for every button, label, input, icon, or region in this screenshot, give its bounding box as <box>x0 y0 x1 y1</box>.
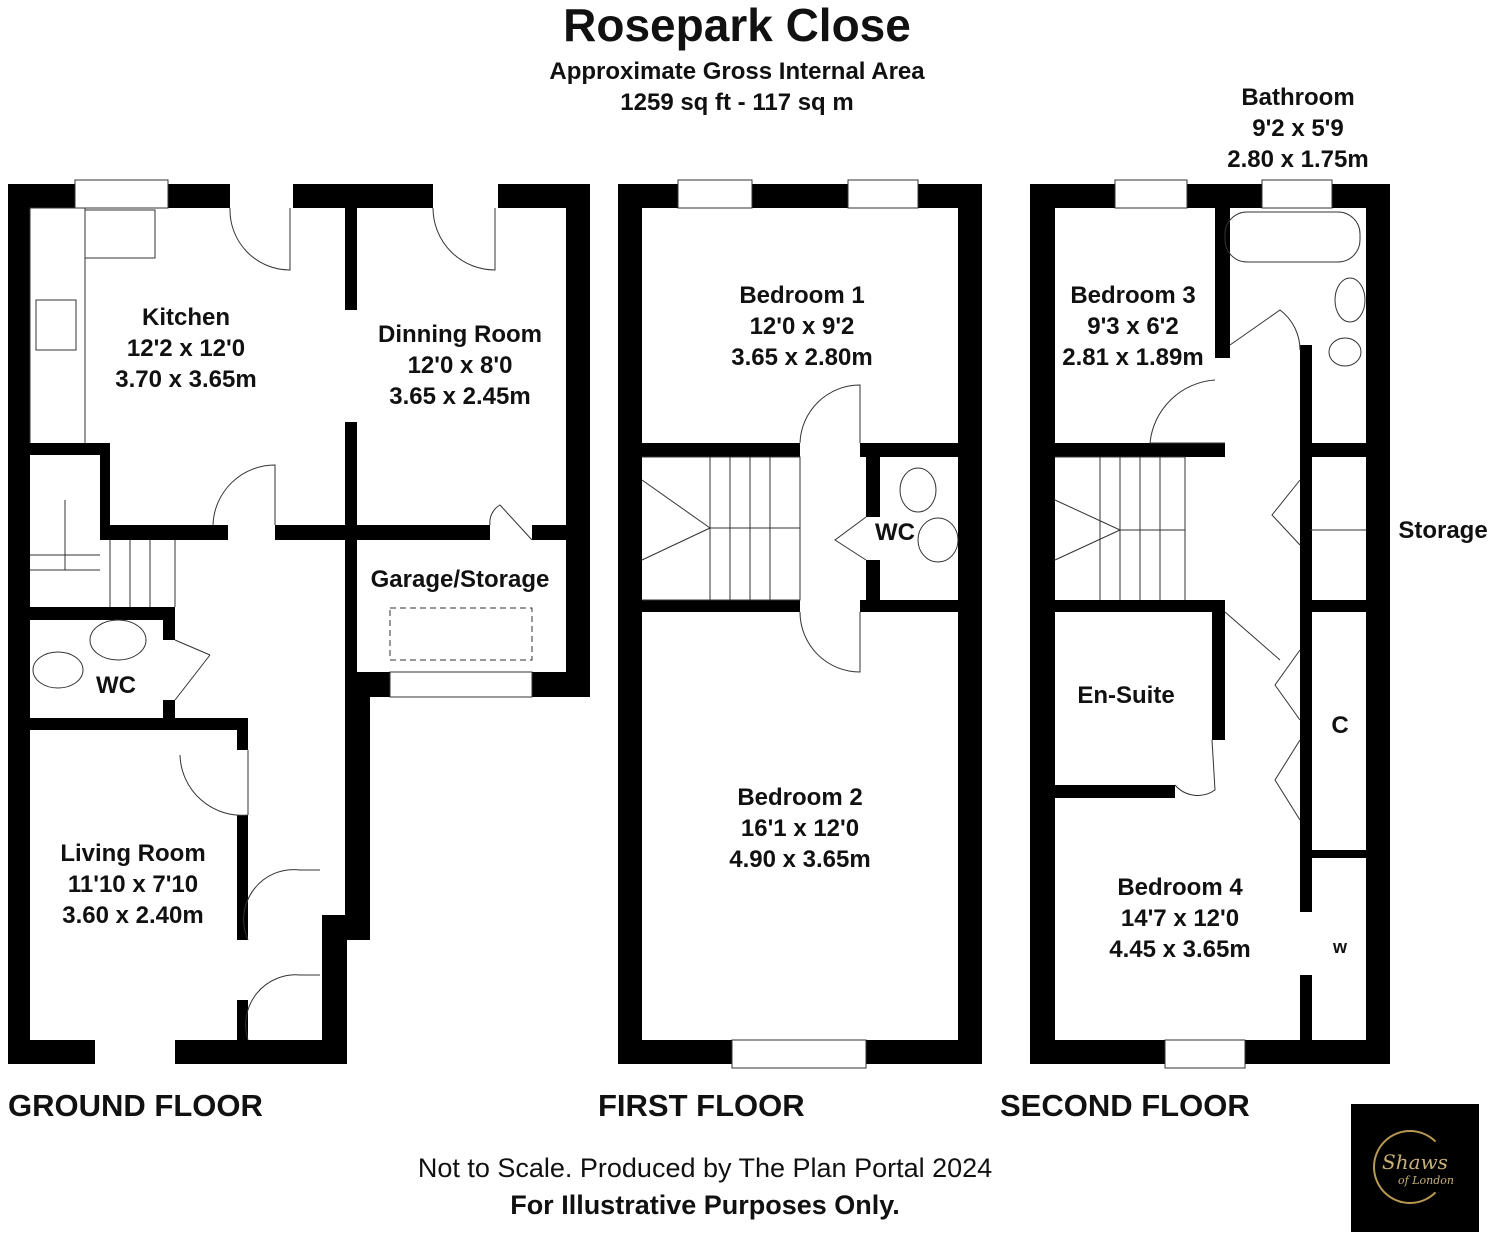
disclaimer-scale: Not to Scale. Produced by The Plan Porta… <box>417 1153 993 1183</box>
room-wardrobe: W <box>1332 937 1348 957</box>
second-floor-walls <box>1030 184 1390 1064</box>
room-wc-first: WC <box>875 519 915 546</box>
first-floor-label: FIRST FLOOR <box>598 1088 805 1123</box>
ground-floor-walls <box>8 184 590 1064</box>
room-garage: Garage/Storage <box>370 566 550 593</box>
area-label: Approximate Gross Internal Area <box>549 58 925 85</box>
first-floor-fixtures <box>641 179 959 1069</box>
first-floor-walls <box>618 184 982 1064</box>
room-wc-ground: WC <box>96 672 136 699</box>
ground-floor-fixtures <box>29 179 533 1041</box>
page-title: Rosepark Close <box>563 0 911 51</box>
room-cupboard: C <box>1331 712 1349 739</box>
logo-text: Shaws <box>1382 1149 1448 1174</box>
ground-floor-label: GROUND FLOOR <box>8 1088 263 1123</box>
room-ensuite: En-Suite <box>1077 682 1175 709</box>
second-floor-fixtures <box>1054 179 1366 1069</box>
logo-subtext: of London <box>1398 1173 1454 1187</box>
area-value: 1259 sq ft - 117 sq m <box>620 89 854 116</box>
logo-ring <box>1373 1130 1447 1204</box>
disclaimer-illustrative: For Illustrative Purposes Only. <box>510 1190 900 1220</box>
room-storage: Storage <box>1398 517 1488 544</box>
second-floor-label: SECOND FLOOR <box>1000 1088 1250 1123</box>
agency-logo: Shaws of London <box>1351 1104 1479 1232</box>
